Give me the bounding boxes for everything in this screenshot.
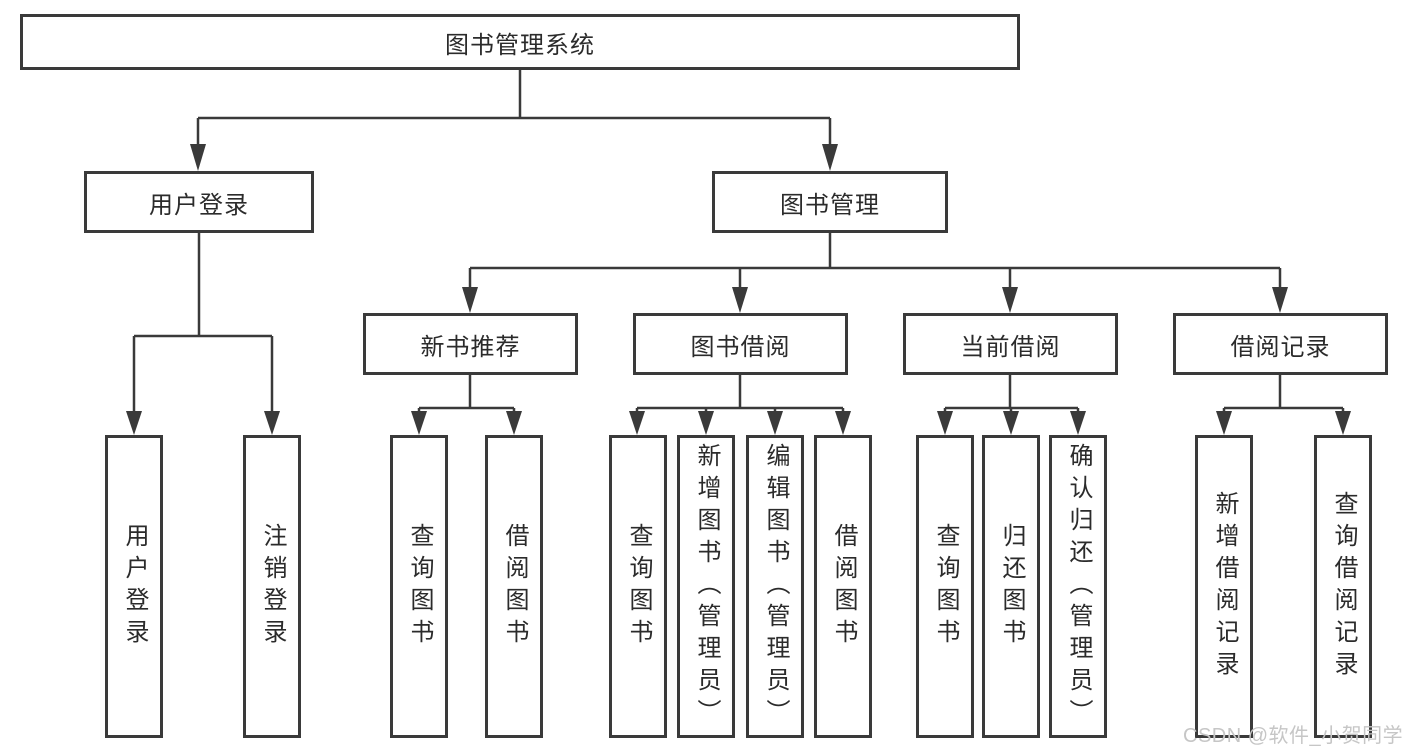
csdn-watermark: CSDN @软件_小贺同学: [1183, 725, 1404, 747]
node-label: 归还图书: [998, 522, 1025, 651]
node-label: 用户登录: [149, 191, 249, 219]
arrowheads: [126, 144, 1351, 435]
node-borrowing-records: 借阅记录: [1173, 313, 1388, 375]
node-label: 借阅记录: [1230, 333, 1331, 361]
node-leaf-query-borrow-record: 查询借阅记录: [1314, 435, 1372, 738]
node-label: 编辑图书（管理员）: [762, 442, 789, 731]
node-leaf-add-borrow-record: 新增借阅记录: [1195, 435, 1253, 738]
node-label: 注销登录: [259, 522, 286, 651]
node-label: 图书管理系统: [445, 31, 595, 59]
node-label: 当前借阅: [960, 333, 1061, 361]
node-user-login: 用户登录: [84, 171, 314, 233]
node-label: 查询图书: [625, 522, 652, 651]
node-book-borrowing: 图书借阅: [633, 313, 848, 375]
node-label: 用户登录: [121, 522, 148, 651]
node-label: 查询图书: [406, 522, 433, 651]
node-leaf-user-login: 用户登录: [105, 435, 163, 738]
node-label: 查询图书: [932, 522, 959, 651]
node-label: 新书推荐: [420, 333, 521, 361]
node-leaf-edit-books-admin: 编辑图书（管理员）: [746, 435, 804, 738]
node-leaf-add-books-admin: 新增图书（管理员）: [677, 435, 735, 738]
node-label: 图书管理: [780, 191, 880, 219]
node-label: 图书借阅: [690, 333, 791, 361]
node-label: 借阅图书: [501, 522, 528, 651]
node-leaf-borrow-books-recommend: 借阅图书: [485, 435, 543, 738]
node-leaf-return-books: 归还图书: [982, 435, 1040, 738]
node-leaf-query-books-borrow: 查询图书: [609, 435, 667, 738]
node-label: 新增借阅记录: [1211, 490, 1238, 683]
node-leaf-borrow-books: 借阅图书: [814, 435, 872, 738]
node-book-management: 图书管理: [712, 171, 948, 233]
node-label: 查询借阅记录: [1330, 490, 1357, 683]
node-leaf-logout: 注销登录: [243, 435, 301, 738]
node-leaf-query-books-current: 查询图书: [916, 435, 974, 738]
node-current-borrowing: 当前借阅: [903, 313, 1118, 375]
node-new-book-recommend: 新书推荐: [363, 313, 578, 375]
node-leaf-confirm-return-admin: 确认归还（管理员）: [1049, 435, 1107, 738]
node-leaf-query-books-recommend: 查询图书: [390, 435, 448, 738]
node-label: 确认归还（管理员）: [1065, 442, 1092, 731]
node-library-management-system: 图书管理系统: [20, 14, 1020, 70]
node-label: 新增图书（管理员）: [693, 442, 720, 731]
node-label: 借阅图书: [830, 522, 857, 651]
